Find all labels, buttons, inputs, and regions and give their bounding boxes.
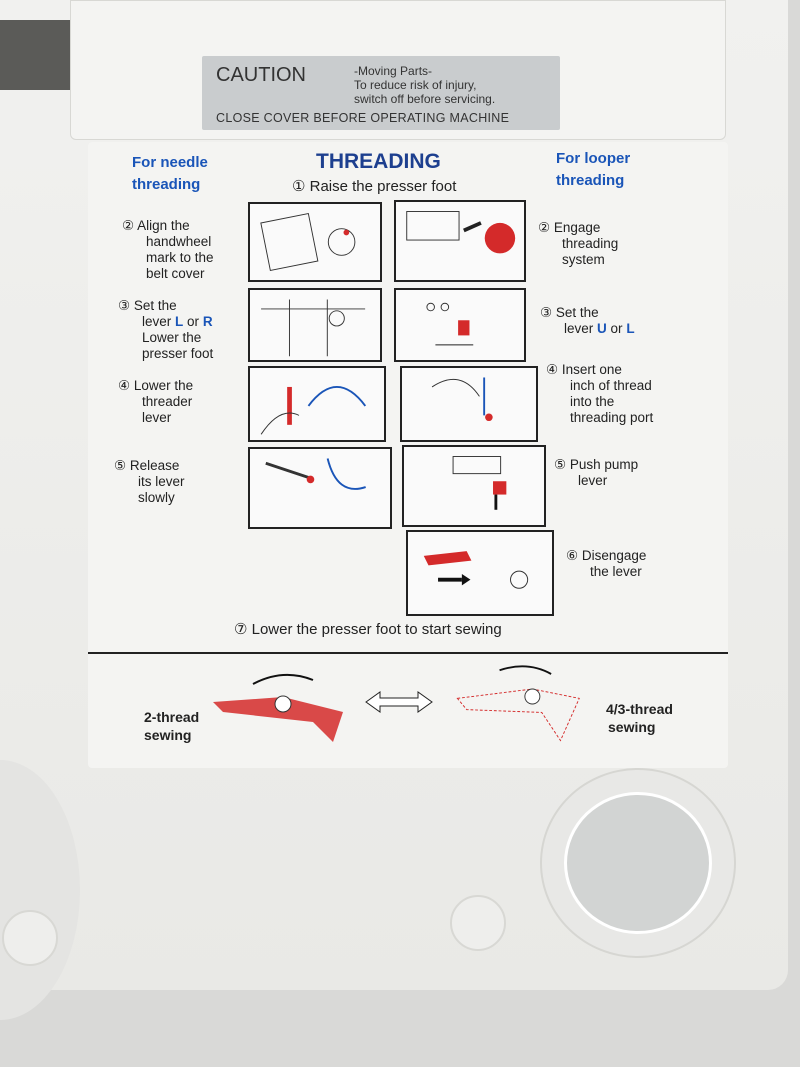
caution-message: -Moving Parts- To reduce risk of injury,… [354, 64, 495, 106]
view-window [540, 768, 736, 958]
step-number: ④ [118, 378, 131, 393]
step-text: Engage [553, 220, 601, 235]
screw-boss [2, 910, 58, 966]
header-line: threading [132, 176, 201, 193]
key-l: L [175, 314, 184, 329]
machine-interior [0, 20, 80, 90]
right-step-4: ④ Insert one inch of thread into the thr… [546, 362, 653, 426]
caution-line: switch off before servicing. [354, 92, 496, 106]
step-text: belt cover [146, 266, 205, 281]
left-step-4: ④ Lower the threader lever [118, 378, 193, 426]
step-text: slowly [138, 490, 175, 505]
step-number: ③ [540, 305, 553, 320]
threading-label: For needle threading THREADING For loope… [88, 142, 728, 768]
looper-2-thread-illustration [213, 673, 343, 742]
header-line: For needle [132, 154, 208, 171]
step-text: Align the [137, 218, 190, 233]
step-text: or [187, 314, 200, 329]
step-7: ⑦ Lower the presser foot to start sewing [234, 621, 502, 638]
step-text: Release [129, 458, 180, 473]
illustration-engage-system [394, 200, 526, 282]
step-text: its lever [138, 474, 185, 489]
mode-text: sewing [144, 727, 192, 743]
needle-header: For needle threading [132, 152, 208, 196]
mode-text: 4/3-thread [606, 701, 673, 717]
right-step-6: ⑥ Disengage the lever [566, 548, 646, 580]
double-arrow-icon [365, 691, 433, 713]
step-text: Lower the [142, 330, 202, 345]
caution-line: To reduce risk of injury, [354, 78, 477, 92]
illustration-lower-threader [248, 366, 386, 442]
key-r: R [202, 314, 213, 329]
header-line: For looper [556, 150, 631, 167]
mode-text: sewing [608, 719, 656, 735]
step-text: Push pump [569, 457, 639, 472]
header-line: threading [556, 172, 625, 189]
step-text: lever [578, 473, 608, 488]
illustration-insert-thread [400, 366, 538, 442]
step-text: Insert one [561, 362, 622, 377]
step-number: ⑤ [114, 458, 127, 473]
mode-4-3-thread: 4/3-thread sewing [606, 700, 673, 736]
illustration-release-lever [248, 447, 392, 529]
step-number: ⑥ [566, 548, 579, 563]
step-number: ② [122, 218, 135, 233]
step-text: threader [142, 394, 193, 409]
left-step-5: ⑤ Release its lever slowly [114, 458, 185, 506]
illustration-disengage [406, 530, 554, 616]
screw-boss [450, 895, 506, 951]
step-text: Disengage [581, 548, 647, 563]
left-step-2: ② Align the handwheel mark to the belt c… [122, 218, 214, 282]
window-lens [564, 792, 712, 934]
step-text: mark to the [146, 250, 214, 265]
caution-plate: CAUTION -Moving Parts- To reduce risk of… [202, 56, 560, 130]
step-text: lever [142, 314, 172, 329]
step-text: lever [142, 410, 172, 425]
mode-text: 2-thread [144, 709, 200, 725]
step-number: ② [538, 220, 551, 235]
key-u: U [597, 321, 607, 336]
step-text: presser foot [142, 346, 214, 361]
key-l: L [626, 321, 635, 336]
step-text: inch of thread [570, 378, 652, 393]
divider [88, 652, 728, 654]
step-text: Set the [133, 298, 177, 313]
step-text: Set the [555, 305, 599, 320]
right-step-5: ⑤ Push pump lever [554, 457, 638, 489]
caution-title: CAUTION [216, 64, 306, 86]
step-text: handwheel [146, 234, 212, 249]
caution-line: -Moving Parts- [354, 64, 433, 78]
illustration-align-handwheel [248, 202, 382, 282]
step-number: ⑤ [554, 457, 567, 472]
right-step-2: ② Engage threading system [538, 220, 618, 268]
step-text: threading [562, 236, 619, 251]
illustration-set-lever-ul [394, 288, 526, 362]
step-text: system [562, 252, 605, 267]
step-text: into the [570, 394, 615, 409]
mode-2-thread: 2-thread sewing [144, 708, 199, 744]
illustration-set-lever-lr [248, 288, 382, 362]
illustration-push-pump [402, 445, 546, 527]
caution-close: CLOSE COVER BEFORE OPERATING MACHINE [216, 111, 510, 125]
step-number: ③ [118, 298, 131, 313]
step-text: Lower the [133, 378, 194, 393]
step-text: threading port [570, 410, 654, 425]
label-title: THREADING [316, 150, 441, 173]
looper-4-thread-illustration [456, 665, 580, 742]
step-number: ④ [546, 362, 559, 377]
step-text: the lever [590, 564, 642, 579]
step-1: ① Raise the presser foot [292, 178, 457, 195]
right-step-3: ③ Set the lever U or L [540, 305, 635, 337]
step-text: or [610, 321, 623, 336]
looper-header: For looper threading [556, 148, 630, 192]
step-text: lever [564, 321, 594, 336]
left-step-3: ③ Set the lever L or R Lower the presser… [118, 298, 213, 362]
